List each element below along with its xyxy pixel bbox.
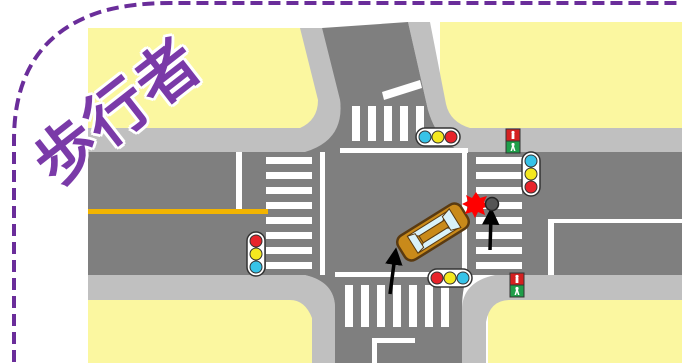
crosswalk-stripe xyxy=(266,262,312,269)
crosswalk-stripe xyxy=(416,106,424,141)
crosswalk-stripe xyxy=(476,187,522,194)
crosswalk-bottom xyxy=(345,285,449,327)
crosswalk-stripe xyxy=(266,202,312,209)
crosswalk-stripe xyxy=(409,285,417,327)
stop-line-top xyxy=(382,80,422,100)
crosswalk-stripe xyxy=(476,262,522,269)
stop-line-bottom xyxy=(372,338,415,343)
crosswalk-stripe xyxy=(266,157,312,164)
car-motion-arrow xyxy=(385,247,403,295)
crosswalk-stripe xyxy=(393,285,401,327)
sidewalk-top-left xyxy=(88,28,341,152)
crosswalk-left xyxy=(266,157,312,269)
crosswalk-stripe xyxy=(476,172,522,179)
crosswalk-stripe xyxy=(377,285,385,327)
crosswalk-stripe xyxy=(400,106,408,141)
signal-right xyxy=(521,151,541,197)
crosswalk-stripe xyxy=(476,157,522,164)
crosswalk-stripe xyxy=(266,217,312,224)
crosswalk-stripe xyxy=(361,285,369,327)
frame-border xyxy=(12,0,682,362)
crosswalk-edge-bottom xyxy=(335,272,463,277)
crosswalk-stripe xyxy=(266,187,312,194)
crosswalk-stripe xyxy=(476,247,522,254)
crosswalk-stripe xyxy=(352,106,360,141)
ped-signal-top-right xyxy=(505,128,521,154)
center-line xyxy=(88,209,268,214)
car-turning xyxy=(395,202,471,262)
crosswalk-stripe xyxy=(476,217,522,224)
crosswalk-edge-left xyxy=(320,152,325,275)
car-roof xyxy=(418,219,450,244)
lane-line-right xyxy=(548,219,682,223)
ped-signal-bottom-right xyxy=(509,272,525,298)
crosswalk-stripe xyxy=(266,247,312,254)
crosswalk-stripe xyxy=(368,106,376,141)
stop-line-left xyxy=(236,152,242,210)
crosswalk-stripe xyxy=(425,285,433,327)
crosswalk-stripe xyxy=(345,285,353,327)
crosswalk-stripe xyxy=(384,106,392,141)
crosswalk-stripe xyxy=(266,172,312,179)
crosswalk-edge-top xyxy=(340,148,468,153)
car-rear-window xyxy=(406,233,425,255)
pedestrian-marker xyxy=(484,196,500,212)
signal-bottom xyxy=(427,268,473,288)
crosswalk-stripe xyxy=(266,232,312,239)
signal-top xyxy=(415,127,461,147)
land-bottom-left xyxy=(88,300,318,363)
lane-line-bottom xyxy=(372,343,377,363)
sidewalk-top-right xyxy=(408,22,682,152)
crash-starburst xyxy=(462,192,490,218)
crosswalk-stripe xyxy=(441,285,449,327)
stop-line-right xyxy=(548,222,554,275)
sidewalk-bottom-left xyxy=(88,275,335,363)
land-bottom-right xyxy=(488,300,682,363)
pedestrian-motion-arrow xyxy=(481,207,500,251)
crosswalk-stripe xyxy=(476,232,522,239)
signal-left xyxy=(246,231,266,277)
land-top-left xyxy=(88,28,318,128)
land-top-right xyxy=(440,22,682,128)
crosswalk-top xyxy=(352,106,424,141)
